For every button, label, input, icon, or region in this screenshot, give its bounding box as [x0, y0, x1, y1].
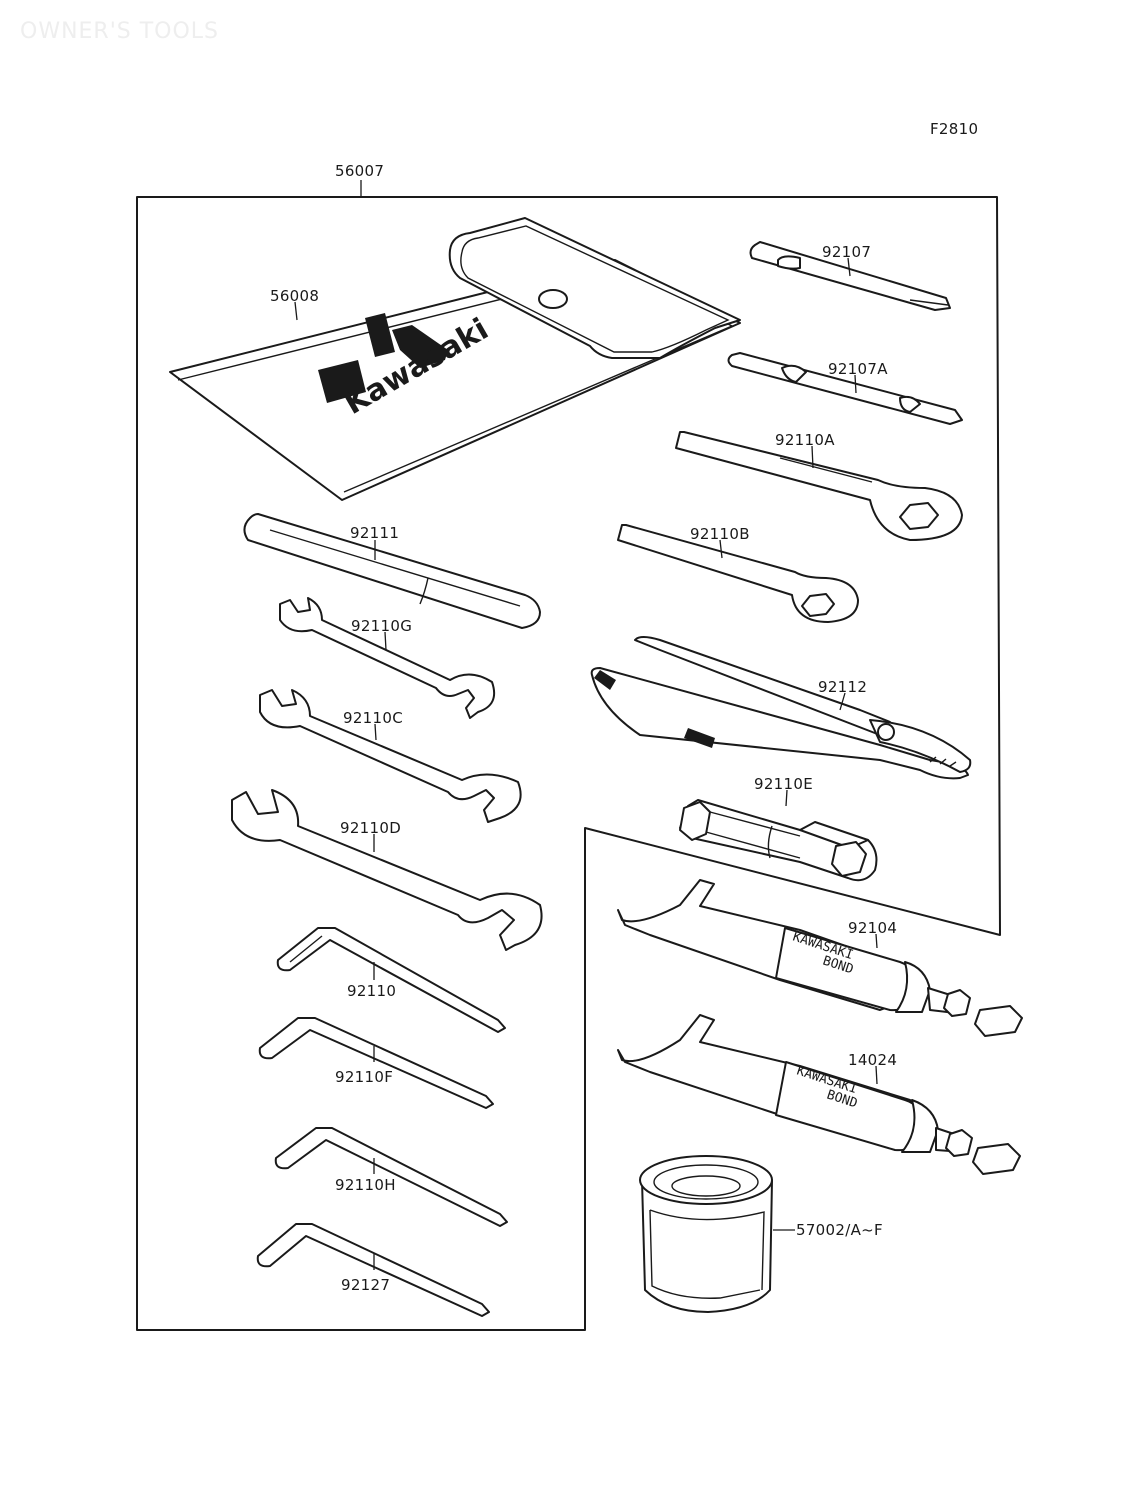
leader-92110b [719, 539, 723, 559]
leader-92110a [811, 445, 814, 469]
pliers-92112 [590, 636, 972, 780]
leader-92110g [384, 631, 387, 651]
box-wrench-92110a [675, 431, 963, 541]
screwdriver-92107 [749, 241, 951, 311]
part-92110A: 92110A [775, 431, 835, 449]
hex-key-92127 [256, 1223, 490, 1317]
part-92110G: 92110G [351, 617, 412, 635]
part-14024: 14024 [848, 1051, 897, 1069]
kawasaki-bond-tube-14024: KAWASAKI BOND [617, 1014, 1021, 1175]
kit-label: 56007 [335, 162, 384, 180]
leader-92107 [847, 257, 851, 277]
part-92110D: 92110D [340, 819, 401, 837]
part-92110C: 92110C [343, 709, 403, 727]
grease-can-57002 [639, 1155, 773, 1313]
part-92110E: 92110E [754, 775, 813, 793]
leader-92110c [374, 723, 377, 741]
kawasaki-k-mark [318, 360, 366, 403]
part-92107A: 92107A [828, 360, 888, 378]
leader-56008 [294, 301, 298, 321]
part-92104: 92104 [848, 919, 897, 937]
spanner-92110g [279, 597, 496, 719]
part-56008: 56008 [270, 287, 319, 305]
part-92110F: 92110F [335, 1068, 393, 1086]
hex-key-92110 [276, 927, 506, 1033]
spanner-92110d [231, 789, 543, 951]
part-92110B: 92110B [690, 525, 750, 543]
hex-key-92110h [274, 1127, 508, 1227]
kit-frame [136, 196, 1001, 1331]
tool-pouch: Kawasaki [169, 217, 741, 501]
leader-92110e [785, 789, 788, 807]
part-92111: 92111 [350, 524, 399, 542]
figure-code: F2810 [930, 120, 978, 138]
box-wrench-92110b [617, 524, 859, 623]
watermark-text: OWNER'S TOOLS [20, 19, 219, 44]
part-92112: 92112 [818, 678, 867, 696]
part-92110H: 92110H [335, 1176, 396, 1194]
hex-key-92110f [258, 1017, 494, 1109]
part-92127: 92127 [341, 1276, 390, 1294]
part-92107: 92107 [822, 243, 871, 261]
leader-92104 [875, 933, 878, 949]
extension-handle-92111 [243, 513, 541, 629]
part-57002: 57002/A~F [796, 1221, 883, 1239]
leader-92112 [839, 692, 846, 711]
spark-plug-socket-92110e [679, 799, 878, 882]
part-92110: 92110 [347, 982, 396, 1000]
leader-92107a [854, 374, 857, 394]
kawasaki-bond-tube-92104: KAWASAKI BOND [617, 879, 1023, 1037]
screwdriver-92107a [727, 352, 963, 425]
spanner-92110c [259, 689, 522, 823]
leader-14024 [875, 1065, 878, 1085]
